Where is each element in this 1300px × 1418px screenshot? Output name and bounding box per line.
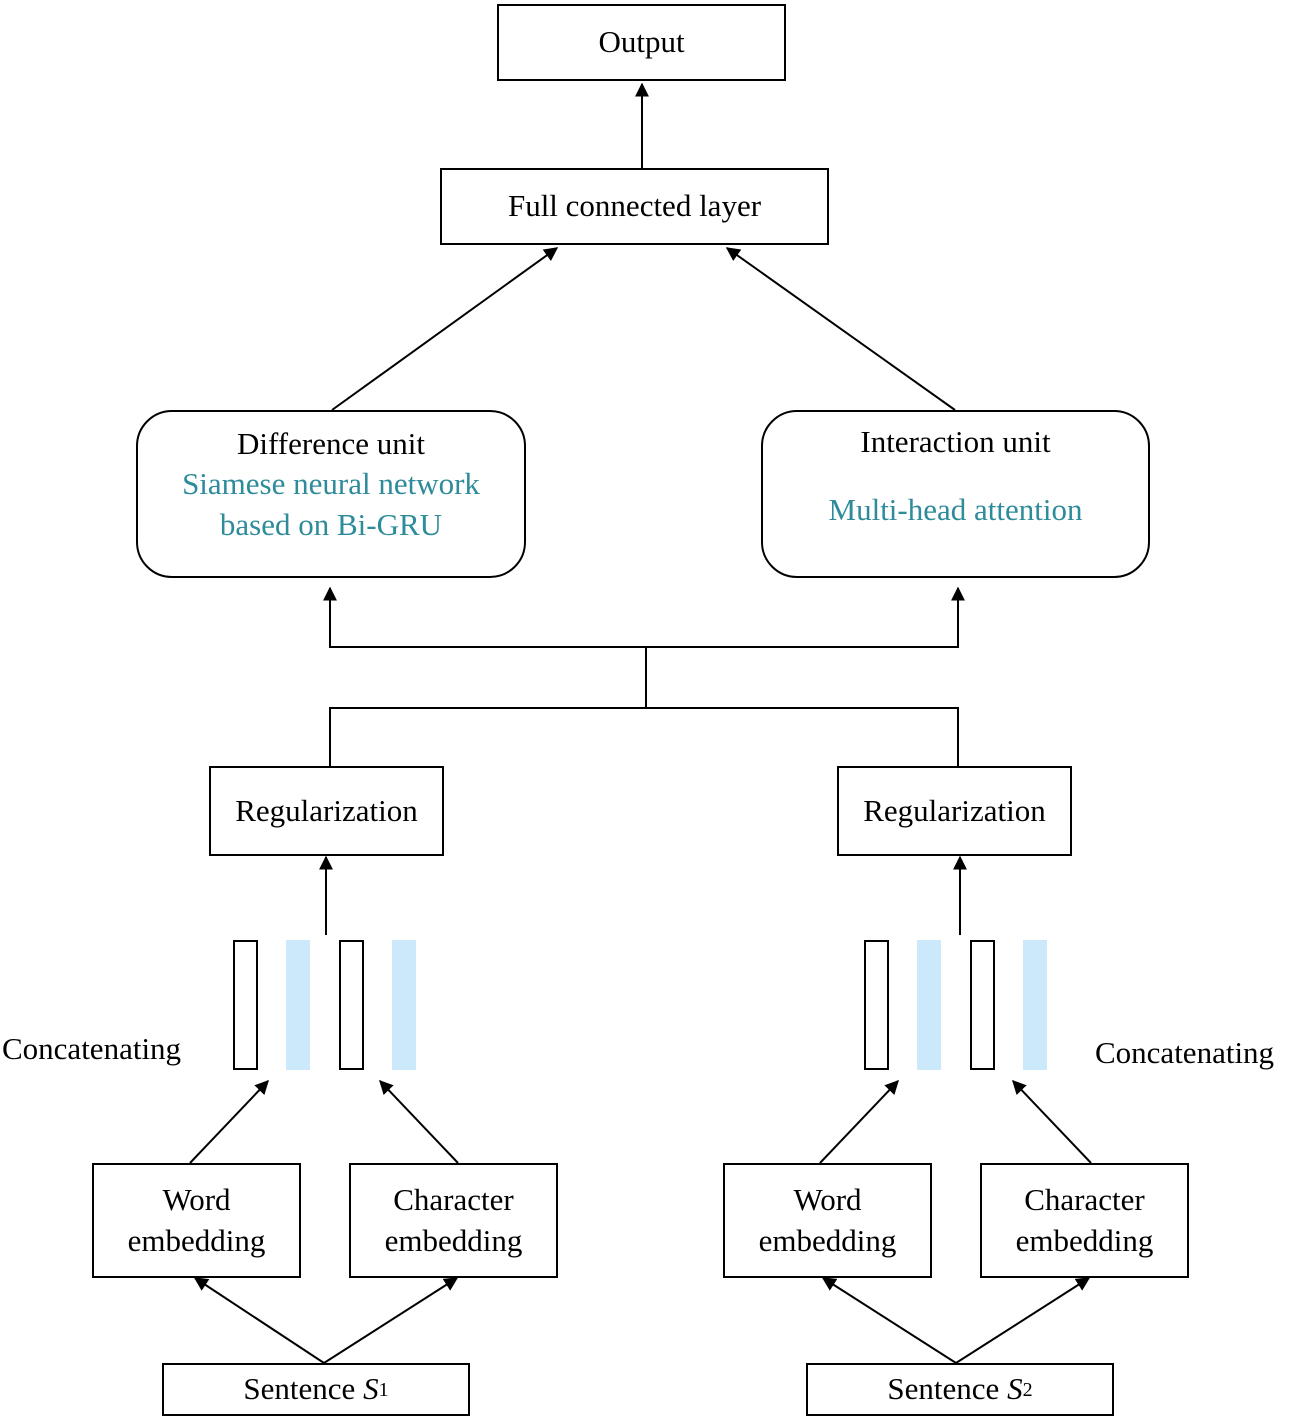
fc-layer-label: Full connected layer — [507, 188, 762, 224]
char-vector-right-2 — [1023, 940, 1047, 1070]
word-vector-right-2 — [970, 940, 995, 1070]
word-vector-left-1 — [233, 940, 258, 1070]
difference-unit-box: Difference unit Siamese neural network b… — [136, 410, 526, 578]
char-embedding-left-box: Character embedding — [349, 1163, 558, 1278]
fc-layer-box: Full connected layer — [440, 168, 829, 245]
char-vector-left-2 — [392, 940, 416, 1070]
concatenating-right-label: Concatenating — [1095, 1035, 1275, 1070]
word-vector-left-2 — [339, 940, 364, 1070]
connector-merge-right — [646, 707, 959, 766]
arrow-word-to-concat-right — [819, 1079, 899, 1164]
arrow-s2-to-char — [955, 1277, 1091, 1364]
output-box: Output — [497, 4, 786, 81]
word-embedding-left-line1: Word — [162, 1182, 231, 1218]
sentence-s2-var: S — [1007, 1371, 1023, 1407]
char-embedding-left-line2: embedding — [384, 1222, 523, 1258]
connector-split-left — [323, 586, 646, 648]
difference-unit-title: Difference unit — [237, 426, 425, 461]
char-vector-right-1 — [917, 940, 941, 1070]
word-embedding-right-line1: Word — [793, 1182, 862, 1218]
char-embedding-right-box: Character embedding — [980, 1163, 1189, 1278]
arrow-s1-to-char — [323, 1277, 459, 1364]
sentence-s2-sub: 2 — [1022, 1378, 1033, 1401]
sentence-s2-prefix: Sentence — [887, 1371, 1008, 1407]
connector-merge-left — [329, 707, 646, 766]
interaction-unit-box: Interaction unit Multi-head attention — [761, 410, 1150, 578]
interaction-unit-detail: Multi-head attention — [828, 492, 1083, 528]
sentence-s1-prefix: Sentence — [243, 1371, 364, 1407]
arrow-s1-to-word — [193, 1277, 325, 1364]
sentence-s1-var: S — [363, 1371, 379, 1407]
arrow-word-to-concat-left — [189, 1079, 269, 1164]
char-embedding-left-line1: Character — [393, 1182, 514, 1218]
word-embedding-right-box: Word embedding — [723, 1163, 932, 1278]
word-embedding-left-line2: embedding — [127, 1222, 266, 1258]
word-embedding-right-line2: embedding — [758, 1222, 897, 1258]
word-vector-right-1 — [864, 940, 889, 1070]
interaction-unit-title: Interaction unit — [860, 424, 1051, 459]
regularization-left-box: Regularization — [209, 766, 444, 856]
regularization-right-label: Regularization — [863, 792, 1046, 828]
char-embedding-right-line2: embedding — [1015, 1222, 1154, 1258]
regularization-right-box: Regularization — [837, 766, 1072, 856]
arrow-s2-to-word — [821, 1277, 957, 1364]
char-embedding-right-line1: Character — [1024, 1182, 1145, 1218]
output-label: Output — [598, 24, 685, 60]
connector-split-right — [646, 586, 965, 648]
arrow-char-to-concat-right — [1012, 1079, 1092, 1164]
arrow-interaction-to-fc — [725, 247, 956, 411]
sentence-s1-sub: 1 — [378, 1378, 389, 1401]
difference-unit-detail-line1: Siamese neural network — [182, 466, 480, 502]
difference-unit-detail-line2: based on Bi-GRU — [219, 506, 443, 542]
arrow-char-to-concat-left — [379, 1079, 459, 1164]
arrow-difference-to-fc — [331, 247, 559, 411]
regularization-left-label: Regularization — [235, 792, 418, 828]
char-vector-left-1 — [286, 940, 310, 1070]
word-embedding-left-box: Word embedding — [92, 1163, 301, 1278]
concatenating-left-label: Concatenating — [2, 1031, 182, 1066]
